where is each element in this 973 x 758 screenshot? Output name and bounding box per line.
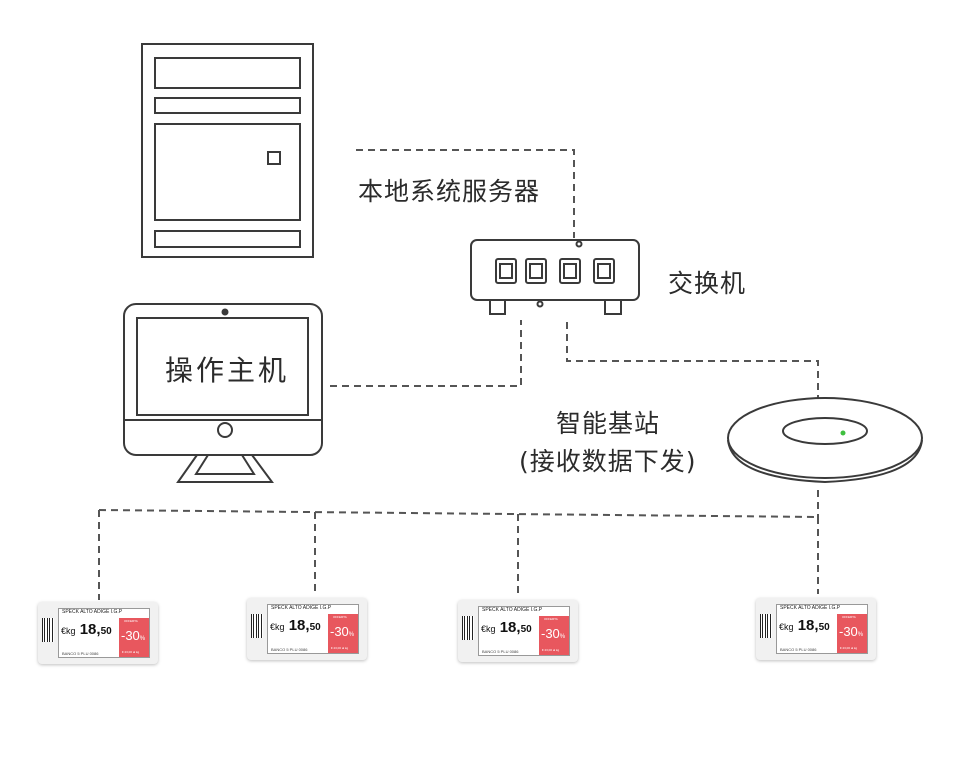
line-host-switch xyxy=(330,320,522,387)
shelf-label-tag: SPECK ALTO ADIGE I.G.P €kg 18,50 OFFERTA… xyxy=(38,602,158,664)
tag-discount-panel: OFFERTA -30% € 23,00 al kg xyxy=(837,614,867,653)
connection-lines xyxy=(98,149,819,600)
tag-product-name: SPECK ALTO ADIGE I.G.P xyxy=(62,609,123,615)
tag-discount-panel: OFFERTA -30% € 23,00 al kg xyxy=(328,614,358,653)
tag-discount-panel: OFFERTA -30% € 23,00 al kg xyxy=(119,618,149,657)
server-label: 本地系统服务器 xyxy=(358,177,541,206)
monitor-icon xyxy=(123,303,323,483)
barcode-icon xyxy=(760,614,772,638)
shelf-label-tag: SPECK ALTO ADIGE I.G.P €kg 18,50 OFFERTA… xyxy=(458,600,578,662)
switch-icon xyxy=(470,239,640,315)
tag-screen: SPECK ALTO ADIGE I.G.P €kg 18,50 OFFERTA… xyxy=(776,604,868,654)
line-bus xyxy=(98,509,819,518)
shelf-label-tag: SPECK ALTO ADIGE I.G.P €kg 18,50 OFFERTA… xyxy=(756,598,876,660)
tag-screen: SPECK ALTO ADIGE I.G.P €kg 18,50 OFFERTA… xyxy=(58,608,150,658)
tag-price: €kg 18,50 xyxy=(61,621,112,638)
tag-footer: BANCO 5 PLU 0086 xyxy=(271,647,308,652)
status-led-icon xyxy=(840,430,846,436)
tag-price: €kg 18,50 xyxy=(270,617,321,634)
tag-footer: BANCO 5 PLU 0086 xyxy=(62,651,99,656)
tag-footer: BANCO 5 PLU 0086 xyxy=(780,647,817,652)
tag-footer: BANCO 5 PLU 0086 xyxy=(482,649,519,654)
host-label: 操作主机 xyxy=(165,354,290,387)
line-switch-basestation xyxy=(566,322,819,400)
line-server-switch xyxy=(356,149,575,238)
shelf-label-tag: SPECK ALTO ADIGE I.G.P €kg 18,50 OFFERTA… xyxy=(247,598,367,660)
barcode-icon xyxy=(42,618,54,642)
base-station-label: 智能基站 xyxy=(556,409,661,438)
base-station-sublabel: (接收数据下发) xyxy=(519,447,697,476)
tag-product-name: SPECK ALTO ADIGE I.G.P xyxy=(482,607,543,613)
barcode-icon xyxy=(462,616,474,640)
server-icon xyxy=(141,43,314,258)
barcode-icon xyxy=(251,614,263,638)
tag-price: €kg 18,50 xyxy=(779,617,830,634)
tag-product-name: SPECK ALTO ADIGE I.G.P xyxy=(780,605,841,611)
tag-screen: SPECK ALTO ADIGE I.G.P €kg 18,50 OFFERTA… xyxy=(267,604,359,654)
tag-price: €kg 18,50 xyxy=(481,619,532,636)
tag-discount-panel: OFFERTA -30% € 23,00 al kg xyxy=(539,616,569,655)
tag-product-name: SPECK ALTO ADIGE I.G.P xyxy=(271,605,332,611)
tag-screen: SPECK ALTO ADIGE I.G.P €kg 18,50 OFFERTA… xyxy=(478,606,570,656)
base-station-icon xyxy=(727,397,923,484)
switch-label: 交换机 xyxy=(668,269,747,298)
